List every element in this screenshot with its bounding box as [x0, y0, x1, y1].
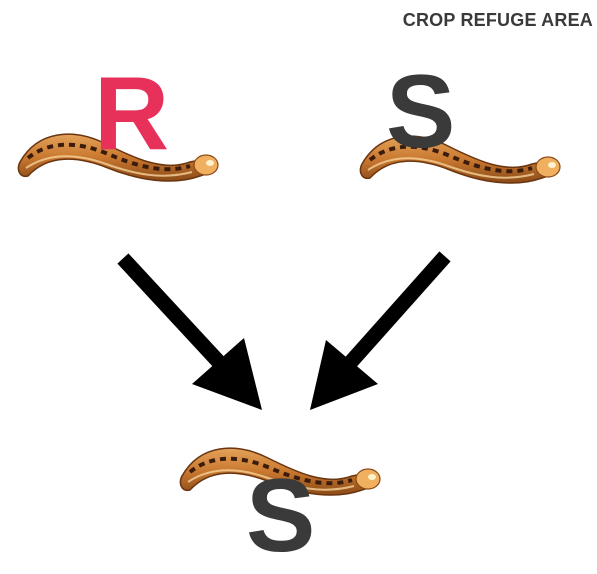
- arrow-down-right-icon: [128, 264, 262, 410]
- arrow-down-left-icon: [310, 262, 440, 410]
- offspring-letter: S: [246, 464, 315, 568]
- susceptible-parent-letter: S: [386, 60, 455, 164]
- crop-refuge-area-label: CROP REFUGE AREA: [403, 10, 593, 31]
- resistant-parent-letter: R: [94, 62, 169, 166]
